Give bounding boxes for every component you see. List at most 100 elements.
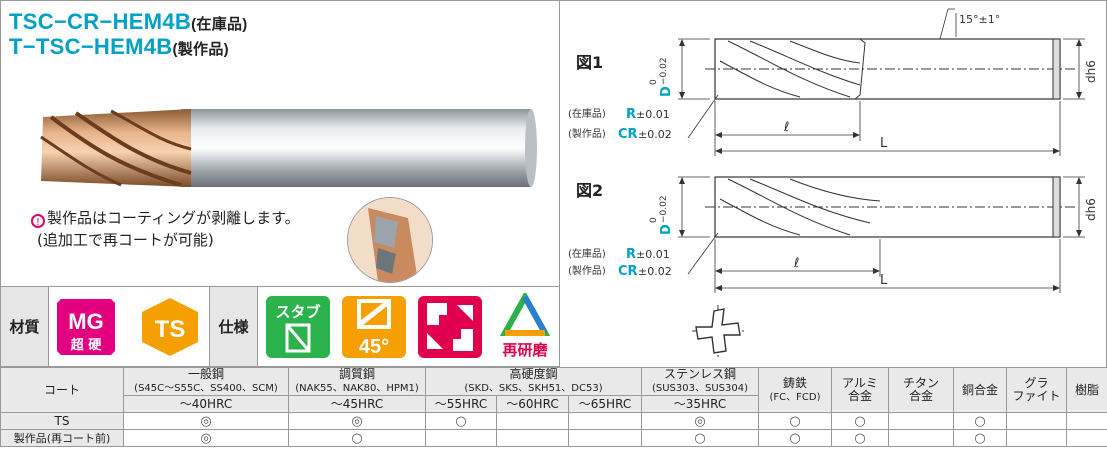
product-panel: TSC−CR−HEM4B(在庫品) T−TSC−HEM4B(製作品) !製作品は… [0, 0, 560, 287]
taper-angle-label: 15°±1° [959, 13, 1000, 26]
table-cell: ○ [831, 429, 889, 447]
cast-iron-header: 鋳鉄(FC、FCD) [758, 367, 832, 413]
figure-1-drawing: D −0.02 0 dh6 15°±1° ℓ [568, 8, 1098, 156]
corner-radius-icon [417, 295, 483, 359]
overall-length-label: L [880, 273, 888, 288]
tolerance-lower: −0.02 [659, 57, 669, 85]
header-sub: (SKD、SKS、SKH51、DC53) [464, 383, 603, 394]
table-cell: ○ [288, 429, 426, 447]
corner-radius-symbol: CR [618, 264, 638, 279]
application-table: コート 一般鋼(S45C〜S55C、SS400、SCM) 調質鋼 (NAK55、N… [0, 367, 1107, 447]
title-main: T−TSC−HEM4B [9, 34, 173, 59]
general-steel-header: 一般鋼(S45C〜S55C、SS400、SCM) [123, 367, 289, 396]
header-text: 合金 [847, 389, 872, 403]
made-label: (製作品) [568, 264, 606, 277]
table-cell: ○ [953, 412, 1007, 430]
table-cell [1066, 412, 1107, 430]
coat-header: コート [0, 367, 124, 413]
ts-coating-icon: TS [139, 297, 201, 357]
header-text: 高硬度鋼 [509, 367, 558, 381]
mg-text: MG [68, 309, 103, 334]
table-cell [1066, 429, 1107, 447]
table-cell [568, 429, 642, 447]
table-cell: ◎ [123, 412, 289, 430]
table-cell: ○ [953, 429, 1007, 447]
warning-icon: ! [31, 214, 45, 228]
stock-label: (在庫品) [568, 247, 606, 260]
angle-text: 45° [359, 336, 389, 358]
hardness-row: 〜40HRC 〜45HRC 〜55HRC 〜60HRC 〜65HRC 〜35HR… [1, 395, 1107, 413]
product-title-made: T−TSC−HEM4B(製作品) [9, 34, 229, 60]
hardness-cell: 〜65HRC [568, 395, 642, 413]
note-line: 製作品はコーティングが剥離します。 [47, 209, 300, 227]
spec-label: 仕様 [209, 287, 258, 366]
header-text: 調質鋼 [338, 367, 375, 381]
header-text: チタン [902, 376, 939, 390]
table-cell: ○ [831, 412, 889, 430]
table-cell [496, 429, 569, 447]
radius-symbol: R [626, 107, 636, 122]
made-label: (製作品) [568, 127, 606, 140]
graphite-header: グラファイト [1006, 367, 1067, 413]
radius-tolerance: ±0.01 [636, 248, 670, 261]
stock-label: (在庫品) [568, 107, 606, 120]
flute-length-label: ℓ [793, 256, 799, 271]
stub-text: スタブ [275, 303, 320, 321]
header-row: コート 一般鋼(S45C〜S55C、SS400、SCM) 調質鋼 (NAK55、N… [0, 367, 1107, 413]
corner-radius-tolerance: ±0.02 [638, 128, 672, 141]
header-sub: (S45C〜S55C、SS400、SCM) [134, 383, 278, 394]
regrind-icon: 再研磨 [493, 290, 557, 361]
figure-2-label: 図2 [576, 181, 604, 200]
coating-note: !製作品はコーティングが剥離します。 (追加工で再コートが可能) [31, 207, 300, 251]
header-text: アルミ [842, 376, 878, 390]
row-label: TS [0, 412, 124, 430]
table-cell [568, 412, 642, 430]
shank-diameter-label: dh6 [1084, 198, 1098, 221]
figure-1-label: 図1 [576, 53, 604, 72]
radius-symbol: R [626, 247, 636, 262]
diameter-label: D [659, 224, 674, 235]
overall-length-label: L [880, 136, 888, 151]
header-sub: (NAK55、NAK80、HPM1) [295, 383, 419, 394]
cross-section-icon [692, 305, 744, 357]
table-row: 製作品(再コート前) ◎ ○ ○ ○ ○ ○ [0, 429, 1107, 447]
tolerance-upper: 0 [649, 79, 659, 85]
table-cell [888, 429, 954, 447]
table-row: TS ◎ ◎ ○ ◎ ○ ○ ○ [0, 412, 1107, 430]
table-cell: ○ [758, 429, 832, 447]
material-label: 材質 [1, 287, 49, 366]
tolerance-lower: −0.02 [659, 195, 669, 223]
tool-steel-header: 調質鋼 (NAK55、NAK80、HPM1) [288, 367, 426, 396]
resin-header: 樹脂 [1066, 367, 1107, 413]
table-cell: ◎ [288, 412, 426, 430]
hard-steel-header: 高硬度鋼 (SKD、SKS、SKH51、DC53) [425, 367, 642, 396]
hardness-cell: 〜60HRC [496, 395, 569, 413]
regrind-text: 再研磨 [502, 341, 548, 359]
carbide-text: 超 硬 [71, 337, 103, 353]
radius-tolerance: ±0.01 [636, 108, 670, 121]
aluminum-header: アルミ合金 [831, 367, 889, 413]
flute-length-label: ℓ [783, 120, 789, 135]
figure-2-drawing: D −0.02 0 dh6 ℓ L (在庫品) R [568, 176, 1098, 293]
table-cell: ○ [425, 412, 497, 430]
table-cell: ○ [641, 429, 759, 447]
table-cell [1006, 412, 1067, 430]
end-mill-photo [40, 109, 537, 187]
corner-radius-symbol: CR [618, 127, 638, 142]
helix-45-icon: 45° [341, 295, 407, 359]
corner-radius-tolerance: ±0.02 [638, 265, 672, 278]
header-text: 鋳鉄 [782, 375, 807, 390]
drawing: D −0.02 0 dh6 15°±1° ℓ [568, 8, 1098, 357]
header-text: ファイト [1012, 389, 1061, 403]
header-text: グラ [1024, 376, 1049, 390]
header-sub: (FC、FCD) [769, 391, 821, 403]
titanium-header: チタン合金 [888, 367, 954, 413]
title-sub: (製作品) [172, 41, 229, 58]
note-line: (追加工で再コートが可能) [37, 231, 214, 249]
hardness-cell: 〜55HRC [425, 395, 497, 413]
row-label: 製作品(再コート前) [0, 429, 124, 447]
hardness-cell: 〜45HRC [288, 395, 426, 413]
table-cell: ○ [758, 412, 832, 430]
product-title-stock: TSC−CR−HEM4B(在庫品) [9, 9, 248, 35]
ts-text: TS [155, 316, 186, 343]
